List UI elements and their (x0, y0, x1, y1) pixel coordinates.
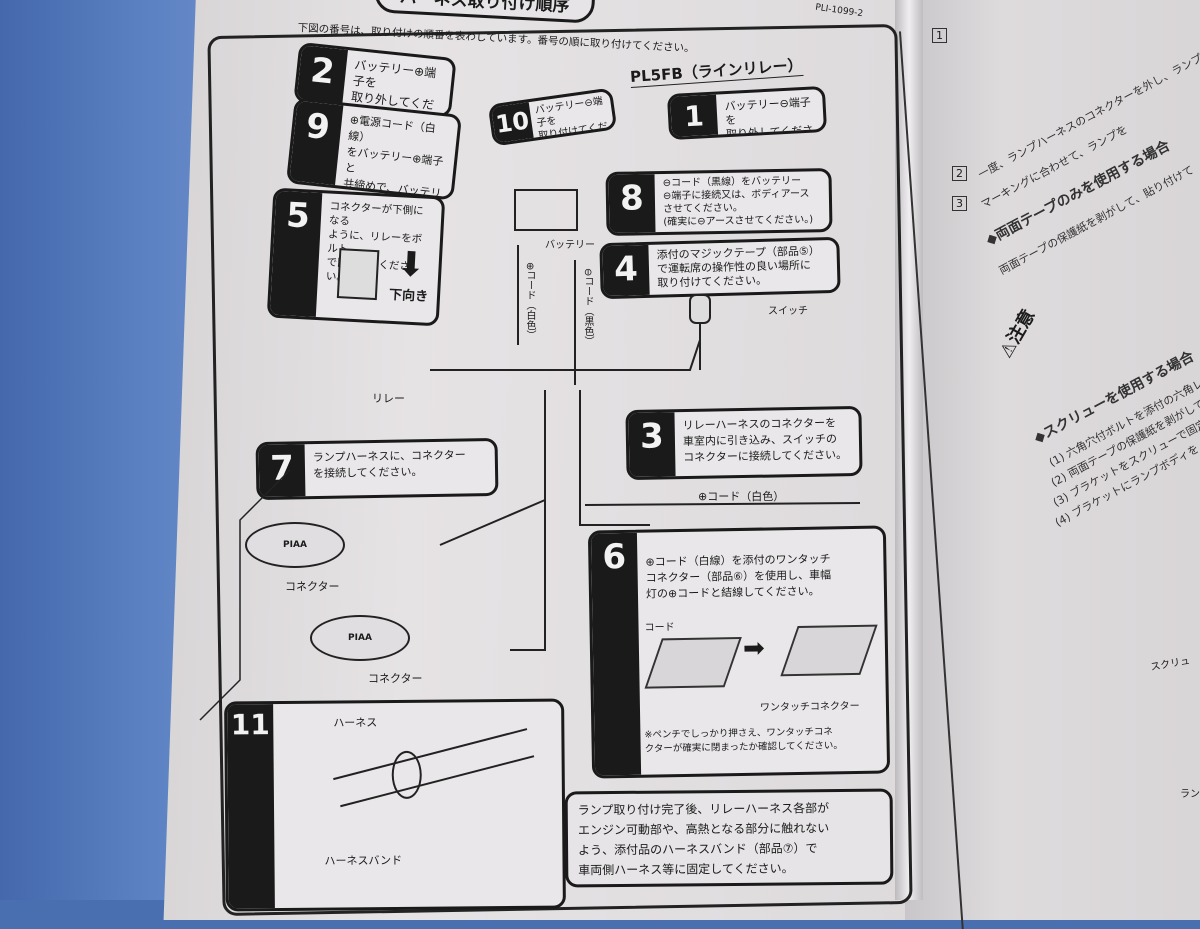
plus-cord-white-label: ⊕コード（白色） (698, 490, 785, 503)
lamp-1: PIAA (245, 522, 345, 568)
page-title: ハーネス取り付け順序 (399, 0, 570, 17)
band-illustration (391, 750, 422, 800)
relay-label: リレー (372, 392, 405, 405)
battery-label: バッテリー (545, 240, 595, 251)
switch-label: スイッチ (768, 306, 808, 317)
right-item-1: 1 (932, 28, 947, 43)
down-arrow-icon: ⬇ (395, 244, 427, 286)
page-gutter (895, 0, 923, 900)
final-note: ランプ取り付け完了後、リレーハーネス各部が エンジン可動部や、高熱となる部分に触… (577, 801, 830, 878)
right-item-3: 3 (952, 196, 967, 211)
harness-label: ハーネス (333, 716, 378, 730)
cord-label: コード (644, 622, 675, 634)
step-9: 9⊕電源コード（白線） をバッテリー⊕端子と 共締めで、バッテリー に接続してく… (285, 97, 463, 201)
connector-closed-illustration (780, 624, 878, 677)
harness-band-label: ハーネスバンド (324, 853, 403, 868)
one-touch-connector-label: ワンタッチコネクター (759, 700, 860, 714)
right-arrow-icon: ➡ (742, 633, 766, 664)
harness-illustration (333, 728, 535, 808)
connector-open-illustration (644, 636, 742, 689)
connector-label-1: コネクター (285, 580, 340, 593)
plus-cord-vertical-label: ⊕コード（白色） (524, 262, 535, 341)
lamp-2: PIAA (310, 615, 410, 661)
final-note-box: ランプ取り付け完了後、リレーハーネス各部が エンジン可動部や、高熱となる部分に触… (564, 788, 894, 888)
step-11: 11 ハーネス ハーネスバンド (224, 698, 566, 912)
connector-label-2: コネクター (368, 672, 423, 685)
step-8: 8⊖コード（黒線）をバッテリー ⊖端子に接続又は、ボディアース させてください。… (605, 168, 833, 236)
right-item-2: 2 (952, 166, 967, 181)
pliers-note: ※ペンチでしっかり押さえ、ワンタッチコネ クターが確実に閉まったか確認してくださ… (644, 726, 843, 755)
right-manual-page (905, 0, 1200, 920)
step-6: 6 ⊕コード（白線）を添付のワンタッチ コネクター（部品⑥）を使用し、車幅 灯の… (587, 525, 891, 779)
minus-cord-vertical-label: ⊖コード（黒色） (582, 268, 593, 347)
lamp-label-right: ラン (1180, 789, 1200, 800)
downward-label: 下向き (388, 287, 429, 305)
step-6-text: ⊕コード（白線）を添付のワンタッチ コネクター（部品⑥）を使用し、車幅 灯の⊕コ… (645, 552, 832, 601)
relay-illustration (336, 248, 380, 301)
